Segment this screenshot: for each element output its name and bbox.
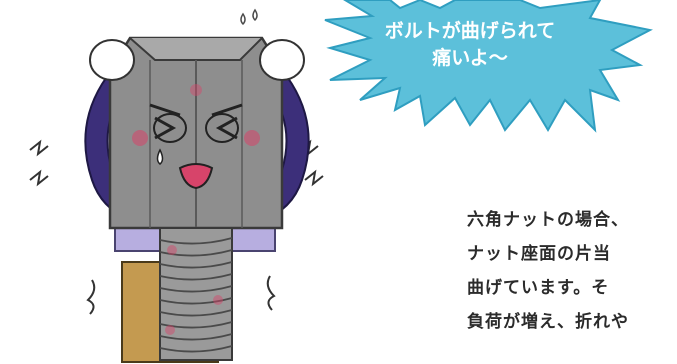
cheek-blush xyxy=(132,130,148,146)
speech-line-2: 痛いよ〜 xyxy=(432,47,508,69)
left-glove-icon xyxy=(89,39,135,81)
text-line-4: 負荷が増え、折れや xyxy=(467,312,629,332)
face xyxy=(132,84,260,335)
cheek-blush xyxy=(244,130,260,146)
speech-bubble-text: ボルトが曲げられて 痛いよ〜 xyxy=(360,18,580,72)
tear-icon xyxy=(156,148,164,165)
speech-line-1: ボルトが曲げられて xyxy=(384,20,556,42)
vibration-lines-icon xyxy=(266,275,276,311)
text-line-3: 曲げています。そ xyxy=(467,278,610,298)
mouth xyxy=(178,163,214,190)
text-line-1: 六角ナットの場合、 xyxy=(467,210,629,230)
sweat-drop-icon xyxy=(252,8,258,22)
bolt-threads xyxy=(159,237,233,353)
sweat-drop-icon xyxy=(240,12,246,26)
bolt-head-top xyxy=(129,37,263,61)
vibration-lines-icon xyxy=(29,139,49,157)
explanation-text: 六角ナットの場合、 ナット座面の片当 曲げています。そ 負荷が増え、折れや xyxy=(467,203,677,339)
vibration-lines-icon xyxy=(86,279,96,315)
speech-bubble xyxy=(324,0,653,133)
vibration-lines-icon xyxy=(29,169,49,187)
text-line-2: ナット座面の片当 xyxy=(467,244,611,264)
right-glove-icon xyxy=(259,39,305,81)
vibration-lines-icon xyxy=(304,169,324,187)
